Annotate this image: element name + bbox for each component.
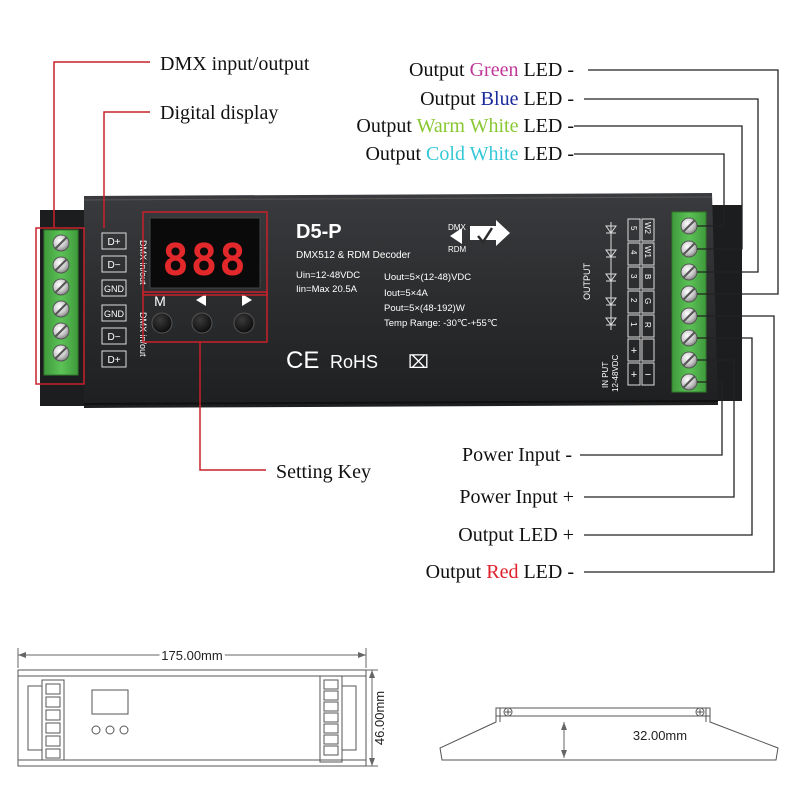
label-suffix: LED - bbox=[518, 115, 574, 137]
side-view-drawing bbox=[439, 707, 779, 761]
label-digital-display: Digital display bbox=[160, 102, 278, 124]
pin-number: 4 bbox=[629, 250, 638, 255]
pin-label: GND bbox=[104, 284, 125, 294]
keys-highlight-box bbox=[142, 291, 268, 343]
rohs-mark: RoHS bbox=[330, 352, 378, 372]
label-prefix: Output bbox=[365, 143, 426, 165]
label-suffix: LED - bbox=[518, 143, 574, 165]
label-output-led-plus: Output LED + bbox=[458, 524, 574, 546]
pin-number: 1 bbox=[629, 322, 638, 327]
dmx-rdm-logo: DMX RDM bbox=[448, 220, 510, 254]
dmx-logo-text: DMX bbox=[448, 223, 466, 232]
label-prefix: Output bbox=[409, 59, 470, 81]
spec-pout: Pout=5×(48-192)W bbox=[384, 303, 465, 314]
weee-icon: ⌧ bbox=[408, 352, 429, 372]
key-right-button[interactable] bbox=[233, 312, 255, 334]
led-diode-icons bbox=[605, 222, 617, 330]
spec-uin: Uin=12-48VDC bbox=[296, 270, 360, 281]
top-view-display bbox=[91, 689, 129, 715]
spec-iin: Iin=Max 20.5A bbox=[296, 284, 358, 295]
label-suffix: LED - bbox=[518, 59, 574, 81]
right-arrow-icon bbox=[242, 294, 252, 306]
input-label: IN PUT bbox=[601, 362, 610, 388]
digital-display: 888 bbox=[149, 217, 261, 289]
screw-icon bbox=[695, 707, 705, 717]
label-output-blue: Output Blue LED - bbox=[420, 88, 574, 110]
setting-keys: M bbox=[151, 293, 255, 334]
rdm-logo-text: RDM bbox=[448, 245, 467, 254]
key-left-button[interactable] bbox=[191, 312, 213, 334]
label-output-cold-white: Output Cold White LED - bbox=[365, 143, 574, 165]
callout-lines-left bbox=[35, 61, 268, 471]
screw-icon bbox=[503, 707, 513, 717]
spec-temp: Temp Range: -30℃-+55℃ bbox=[384, 318, 498, 329]
dmx-highlight-box bbox=[35, 227, 85, 385]
plus-mark: + bbox=[631, 369, 637, 381]
label-suffix: LED - bbox=[518, 561, 574, 583]
label-color-word: Red bbox=[486, 561, 518, 583]
pin-number: 2 bbox=[629, 298, 638, 303]
dmx-terminal-block bbox=[43, 229, 79, 376]
top-view-drawing bbox=[17, 648, 378, 767]
dimension-width: 46.00mm bbox=[372, 691, 387, 745]
dimension-height: 32.00mm bbox=[633, 728, 687, 743]
decoder-device: D+ D− GND GND D− D+ DMX in/out DMX in/ou… bbox=[40, 193, 742, 408]
label-color-word: Cold White bbox=[426, 143, 519, 165]
device-model: D5-P bbox=[296, 221, 342, 243]
pin-channel: G bbox=[643, 298, 652, 304]
device-subtitle: DMX512 & RDM Decoder bbox=[296, 250, 411, 261]
pin-number: 3 bbox=[629, 274, 638, 279]
left-arrow-icon bbox=[196, 294, 206, 306]
pin-label: D+ bbox=[107, 355, 120, 366]
label-prefix: Output bbox=[426, 561, 487, 583]
label-output-warm-white: Output Warm White LED - bbox=[356, 115, 574, 137]
label-setting-key: Setting Key bbox=[276, 461, 371, 483]
pin-channel: W2 bbox=[643, 222, 652, 235]
label-color-word: Warm White bbox=[417, 115, 519, 137]
dimension-length: 175.00mm bbox=[161, 648, 222, 663]
output-terminal-block bbox=[671, 211, 707, 393]
output-channel-labels: 5 4 3 2 1 W2 W1 B G R + + − OUTPUT IN PU… bbox=[582, 218, 655, 392]
output-label: OUTPUT bbox=[582, 263, 592, 301]
pin-label: D+ bbox=[107, 237, 120, 248]
label-power-input-minus: Power Input - bbox=[462, 444, 572, 466]
label-prefix: Output bbox=[356, 115, 416, 137]
plus-mark: + bbox=[631, 345, 637, 357]
label-color-word: Green bbox=[470, 59, 519, 81]
spec-uout: Uout=5×(12-48)VDC bbox=[384, 272, 471, 283]
label-power-input-plus: Power Input + bbox=[459, 486, 574, 508]
callout-lines-right bbox=[574, 69, 779, 573]
pin-label: GND bbox=[104, 309, 125, 319]
terminal-screws-left bbox=[52, 234, 70, 362]
pin-channel: R bbox=[643, 322, 652, 328]
pin-number: 5 bbox=[629, 226, 638, 231]
pin-label: D− bbox=[107, 260, 120, 271]
key-m-button[interactable] bbox=[151, 312, 173, 334]
ce-mark: CE bbox=[286, 347, 319, 374]
spec-iout: Iout=5×4A bbox=[384, 288, 429, 299]
label-dmx-io: DMX input/output bbox=[160, 53, 310, 75]
label-output-red: Output Red LED - bbox=[426, 561, 574, 583]
display-digits: 888 bbox=[162, 235, 247, 286]
minus-mark: − bbox=[645, 369, 651, 381]
input-voltage-label: 12-48VDC bbox=[611, 354, 620, 392]
label-color-word: Blue bbox=[481, 88, 519, 110]
label-output-green: Output Green LED - bbox=[409, 59, 574, 81]
key-m-label: M bbox=[154, 293, 166, 309]
pin-label: D− bbox=[107, 332, 120, 343]
pin-channel: W1 bbox=[643, 246, 652, 259]
display-highlight-box bbox=[142, 211, 268, 296]
label-suffix: LED - bbox=[518, 88, 574, 110]
pin-channel: B bbox=[643, 274, 652, 279]
label-prefix: Output bbox=[420, 88, 481, 110]
